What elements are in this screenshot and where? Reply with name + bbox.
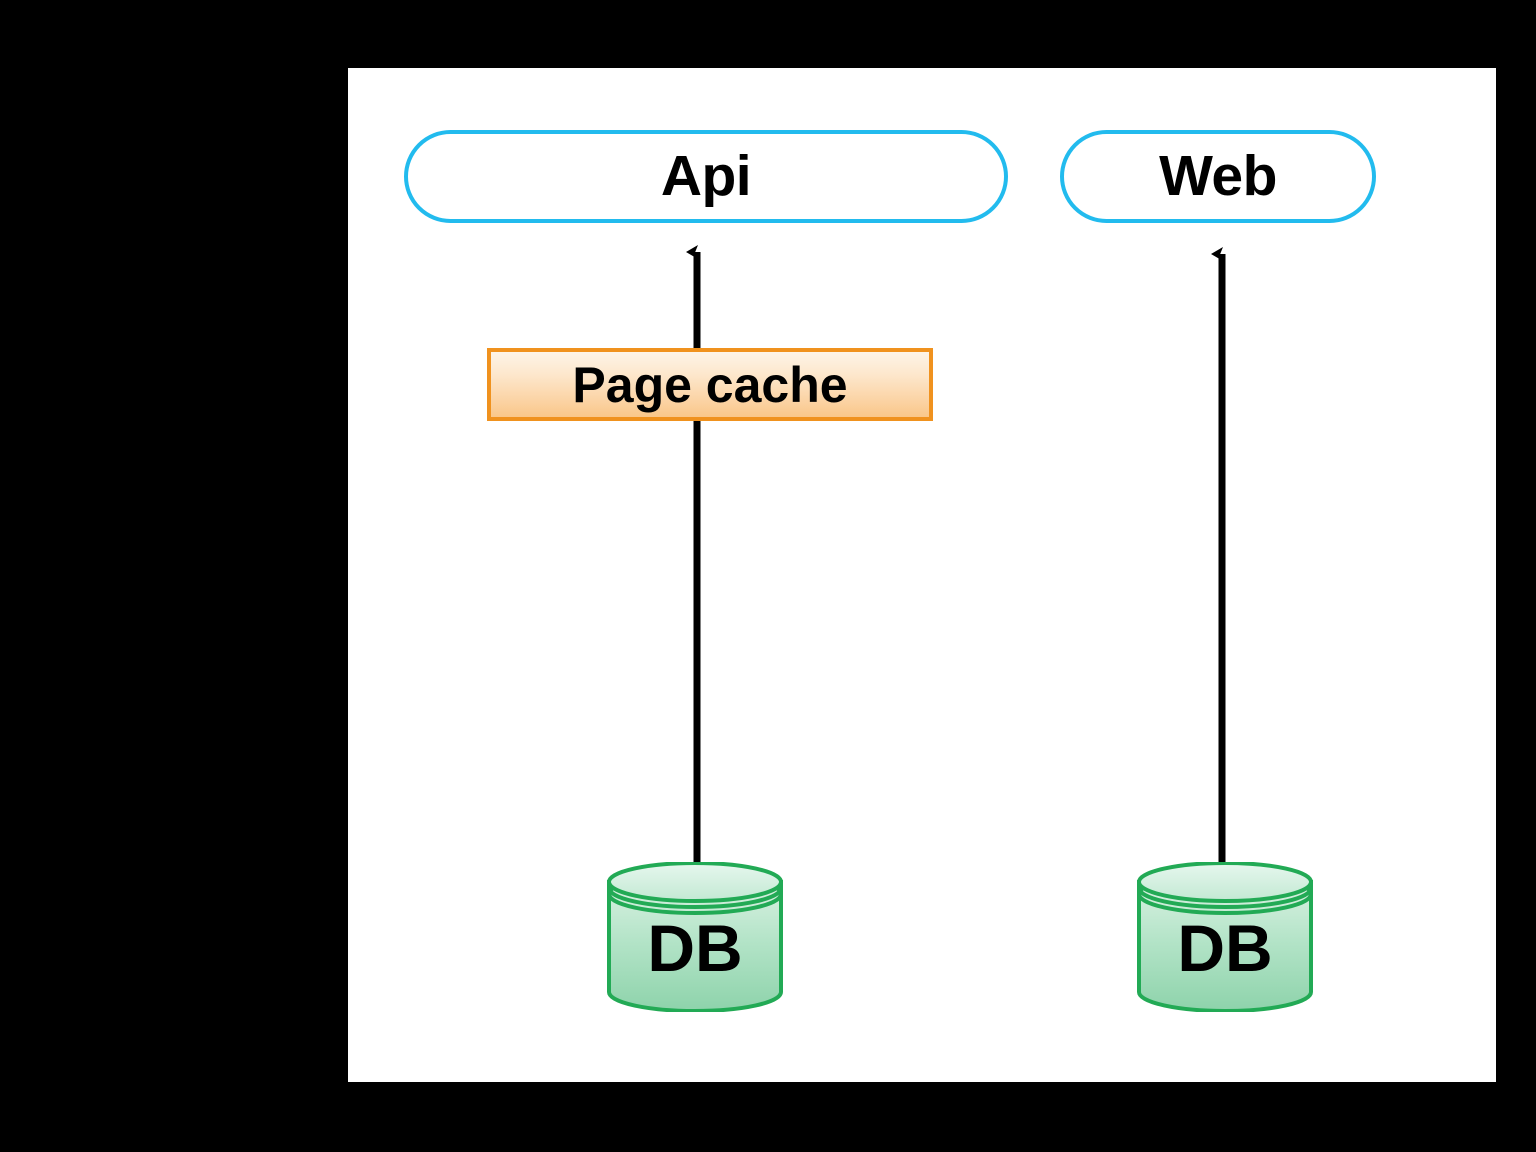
node-page-cache-label: Page cache xyxy=(572,356,848,413)
diagram-canvas: Api Web Page cache xyxy=(348,68,1496,1082)
node-web-label: Web xyxy=(1159,144,1277,208)
database-icon xyxy=(607,862,783,1012)
node-db-api[interactable]: DB xyxy=(605,862,785,1012)
node-api[interactable]: Api xyxy=(404,130,1008,223)
node-web[interactable]: Web xyxy=(1060,130,1376,223)
node-page-cache[interactable]: Page cache xyxy=(487,348,933,421)
node-db-web[interactable]: DB xyxy=(1135,862,1315,1012)
node-api-label: Api xyxy=(660,144,752,208)
database-icon xyxy=(1137,862,1313,1012)
